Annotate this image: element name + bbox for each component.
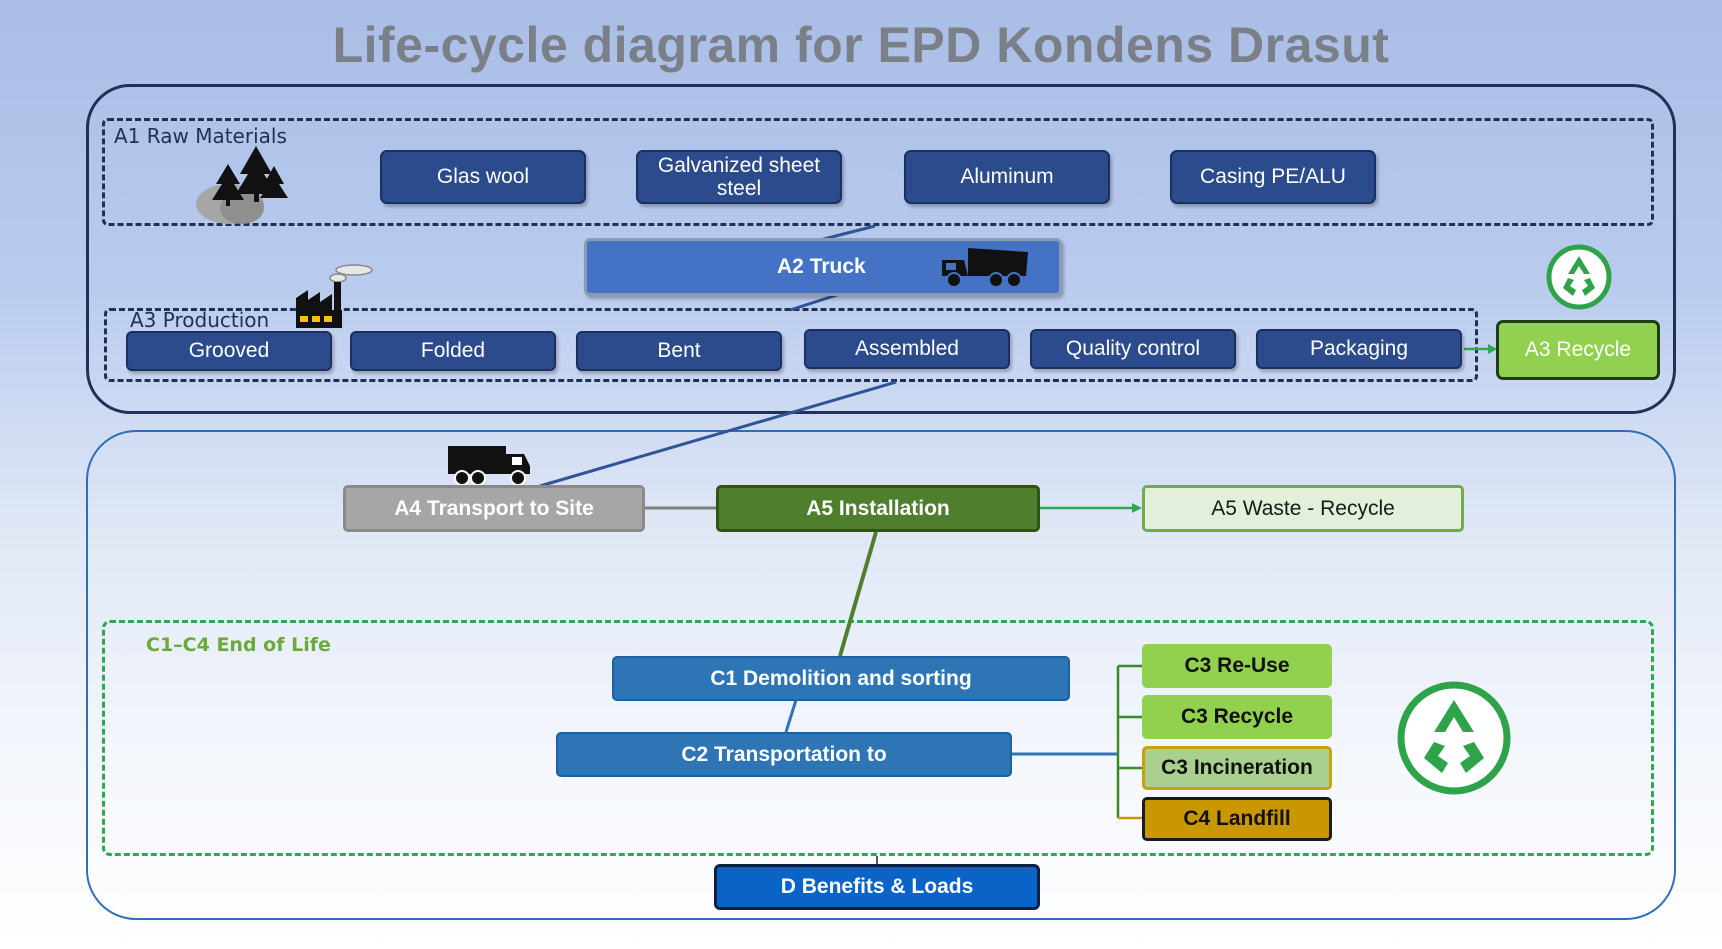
step-packaging: Packaging — [1256, 329, 1462, 369]
step-quality-control: Quality control — [1030, 329, 1236, 369]
product-stage-region — [86, 84, 1676, 414]
c3-incineration-node: C3 Incineration — [1142, 746, 1332, 790]
a5-waste-recycle-node: A5 Waste - Recycle — [1142, 485, 1464, 532]
recycle-icon — [1397, 681, 1511, 795]
c2-transport-node: C2 Transportation to — [556, 732, 1012, 777]
a3-recycle-node: A3 Recycle — [1496, 320, 1660, 380]
forest-icon — [196, 146, 288, 224]
end-of-life-group — [102, 620, 1654, 856]
factory-icon — [296, 264, 373, 328]
c3-reuse-node: C3 Re-Use — [1142, 644, 1332, 688]
page-title: Life-cycle diagram for EPD Kondens Drasu… — [332, 17, 1390, 73]
step-bent: Bent — [576, 331, 782, 371]
truck-icon — [942, 248, 1028, 288]
truck-icon — [448, 446, 530, 486]
step-folded: Folded — [350, 331, 556, 371]
material-aluminum: Aluminum — [904, 150, 1110, 204]
step-grooved: Grooved — [126, 331, 332, 371]
a4-transport-node: A4 Transport to Site — [343, 485, 645, 532]
material-casing: Casing PE/ALU — [1170, 150, 1376, 204]
a5-installation-node: A5 Installation — [716, 485, 1040, 532]
c1-demolition-node: C1 Demolition and sorting — [612, 656, 1070, 701]
material-glas-wool: Glas wool — [380, 150, 586, 204]
step-assembled: Assembled — [804, 329, 1010, 369]
eol-section-label: C1–C4 End of Life — [146, 634, 331, 656]
c3-recycle-node: C3 Recycle — [1142, 695, 1332, 739]
recycle-icon — [1546, 244, 1612, 310]
a1-section-label: A1 Raw Materials — [114, 124, 287, 148]
c4-landfill-node: C4 Landfill — [1142, 797, 1332, 841]
d-benefits-node: D Benefits & Loads — [714, 864, 1040, 910]
material-galvanized-steel: Galvanized sheet steel — [636, 150, 842, 204]
a2-truck-label: A2 Truck — [777, 255, 866, 279]
use-and-end-of-life-region — [86, 430, 1676, 920]
a3-section-label: A3 Production — [130, 308, 270, 332]
a1-raw-materials-group — [102, 118, 1654, 226]
